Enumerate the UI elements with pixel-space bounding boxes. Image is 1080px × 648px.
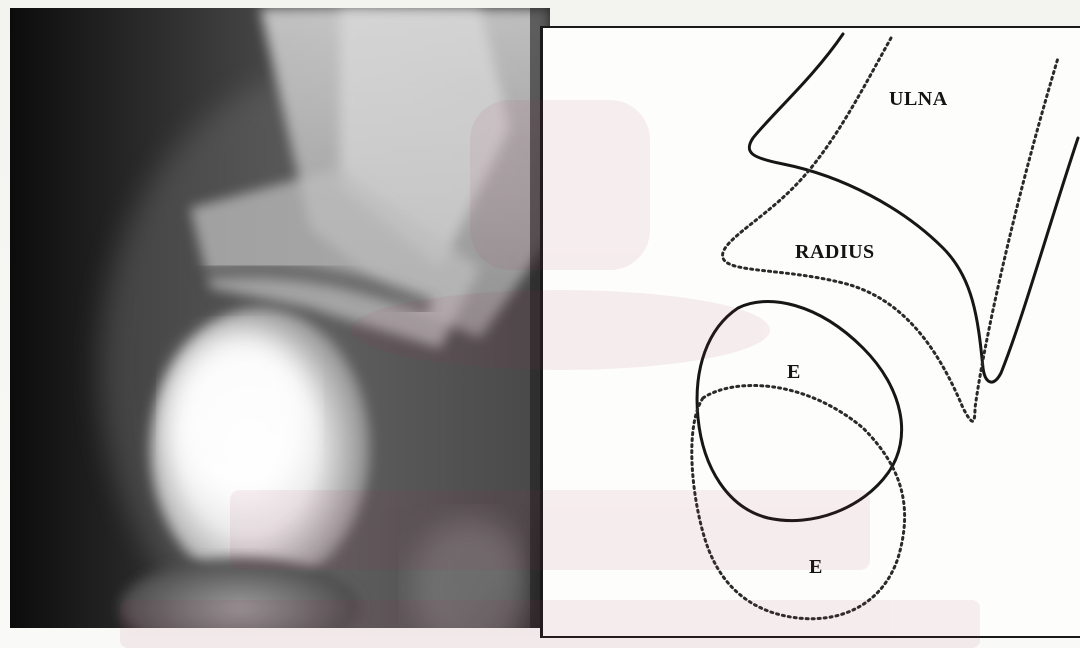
epiphysis-solid-outline bbox=[697, 301, 902, 520]
tracing-diagram: ULNA RADIUS E E bbox=[540, 26, 1080, 638]
epiphysis-dotted-label: E bbox=[809, 556, 823, 579]
xray-image bbox=[10, 8, 550, 628]
ulna-label: ULNA bbox=[889, 88, 948, 111]
ulna-outline bbox=[749, 34, 1078, 382]
epiphysis-dotted-outline bbox=[692, 386, 905, 619]
epiphysis-solid-label: E bbox=[787, 361, 801, 384]
radius-label: RADIUS bbox=[795, 241, 875, 264]
